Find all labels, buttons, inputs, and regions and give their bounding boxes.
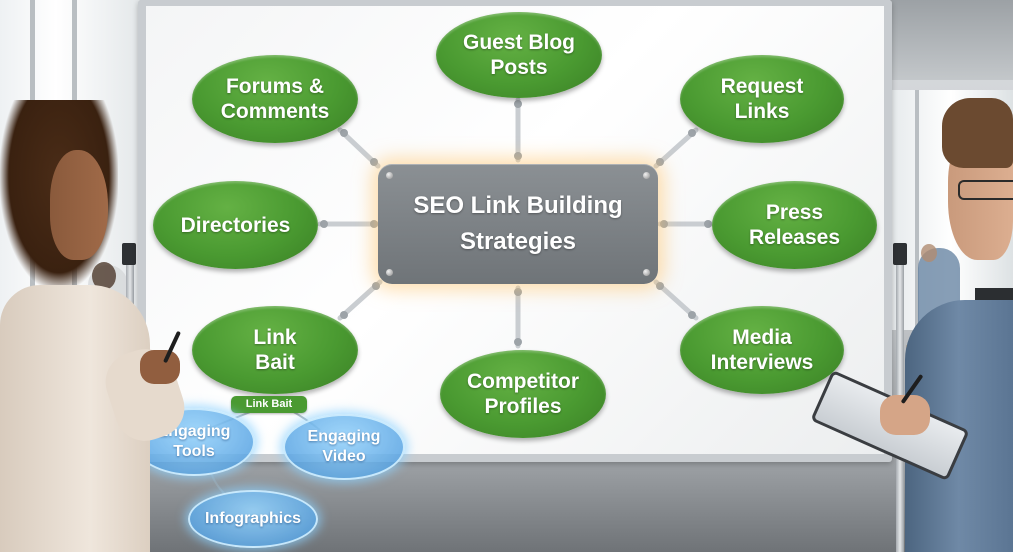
node-label: Request Links [720, 75, 804, 123]
bubble-infographics[interactable]: Infographics [188, 490, 318, 548]
woman-hand [140, 350, 180, 384]
node-press-releases[interactable]: Press Releases [712, 181, 877, 269]
node-directories[interactable]: Directories [153, 181, 318, 269]
bubble-label: Engaging Video [307, 428, 381, 465]
central-topic-node[interactable]: SEO Link Building Strategies [378, 164, 658, 284]
bubble-engaging-video[interactable]: Engaging Video [283, 414, 405, 480]
node-link-bait[interactable]: Link Bait [192, 306, 358, 394]
node-competitor-profiles[interactable]: Competitor Profiles [440, 350, 606, 438]
screw-icon [386, 269, 393, 276]
stand-clamp-left [122, 243, 136, 265]
screw-icon [643, 172, 650, 179]
screw-icon [386, 172, 393, 179]
node-label: Forums & Comments [220, 75, 330, 123]
node-label: Link Bait [253, 326, 297, 374]
office-ceiling [890, 0, 1013, 80]
man-hair [942, 98, 1013, 168]
node-forums-comments[interactable]: Forums & Comments [192, 55, 358, 143]
glasses-icon [958, 180, 1013, 200]
screw-icon [643, 269, 650, 276]
node-guest-blog-posts[interactable]: Guest Blog Posts [436, 12, 602, 98]
background-person-head [921, 244, 937, 262]
node-label: Press Releases [748, 201, 841, 249]
node-label: Directories [180, 213, 291, 237]
link-bait-tag: Link Bait [231, 396, 307, 413]
node-label: Competitor Profiles [467, 370, 579, 418]
central-topic-label: SEO Link Building Strategies [413, 192, 623, 255]
woman-face [50, 150, 108, 260]
node-label: Media Interviews [710, 326, 814, 374]
node-label: Guest Blog Posts [462, 31, 575, 79]
bubble-label: Infographics [204, 510, 301, 527]
bubble-engaging-tools[interactable]: Engaging Tools [133, 408, 255, 476]
window-mullion [915, 90, 919, 330]
node-request-links[interactable]: Request Links [680, 55, 844, 143]
node-media-interviews[interactable]: Media Interviews [680, 306, 844, 394]
stand-clamp-right [893, 243, 907, 265]
